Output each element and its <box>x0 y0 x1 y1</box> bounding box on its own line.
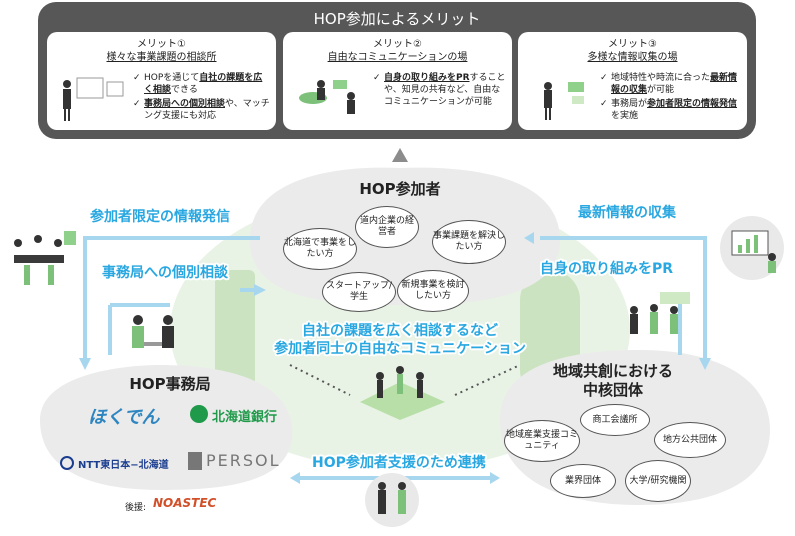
dogin-logo: 北海道銀行 <box>212 410 278 425</box>
core-bubble: 地域産業支援コミュニティ <box>504 420 580 462</box>
arrow-head-support-right <box>490 472 500 484</box>
flow-support: HOP参加者支援のため連携 <box>312 455 486 471</box>
flow-own-pr: 自身の取り組みをPR <box>540 261 674 277</box>
merit-list: 自身の取り組みをPRすることや、知見の共有など、自由なコミュニケーションが可能 <box>373 72 507 110</box>
info-gathering-illustration <box>544 82 584 120</box>
merit-header: メリット② 自由なコミュニケーションの場 <box>283 38 512 64</box>
participant-bubble: 道内企業の経営者 <box>355 206 419 248</box>
merit-list: 地域特性や時流に合った最新情報の収集が可能 事務局が参加者限定の情報発信を実施 <box>600 72 742 124</box>
persol-logo: PERSOL <box>206 451 281 470</box>
merit-item: 自身の取り組みをPRすることや、知見の共有など、自由なコミュニケーションが可能 <box>373 72 507 108</box>
core-title: 地域共創における 中核団体 <box>552 362 673 399</box>
merit-header: メリット① 様々な事業課題の相談所 <box>47 38 276 64</box>
merit-card-2: メリット② 自由なコミュニケーションの場 自身の取り組みをPRすることや、知見の… <box>283 32 512 130</box>
banner-title: HOP参加によるメリット <box>313 10 481 28</box>
arrow-head-support-left <box>290 472 300 484</box>
consult-illustration <box>132 315 174 348</box>
secretariat-blob <box>40 365 293 490</box>
communication-illustration <box>299 80 355 114</box>
sponsor-label: 後援: <box>125 503 147 513</box>
consultation-illustration <box>63 77 124 121</box>
arrow-head-down-right <box>699 358 711 370</box>
merit-item: 地域特性や時流に合った最新情報の収集が可能 <box>600 72 742 96</box>
up-arrow-icon <box>392 148 408 162</box>
meeting-illustration <box>14 231 76 285</box>
flow-individual-consult: 事務局への個別相談 <box>102 265 228 281</box>
secretariat-title: HOP事務局 <box>129 375 211 393</box>
ntt-logo: NTT東日本−北海道 <box>78 460 169 471</box>
arrow-head-right <box>254 284 266 296</box>
merit-card-1: メリット① 様々な事業課題の相談所 HOPを通じて自社の課題を広く相談できる 事… <box>47 32 276 130</box>
dogin-logo-icon <box>190 405 208 423</box>
persol-logo-icon <box>188 452 202 470</box>
hokuden-logo: ほくでん <box>88 407 160 428</box>
handshake-illustration <box>365 473 419 527</box>
noastec-logo: NOASTEC <box>153 496 217 510</box>
merit-item: HOPを通じて自社の課題を広く相談できる <box>133 72 271 96</box>
core-bubble: 商工会議所 <box>580 404 650 436</box>
ntt-logo-icon <box>60 456 74 470</box>
participant-bubble: 新規事業を検討したい方 <box>397 270 469 312</box>
core-bubble: 業界団体 <box>550 464 616 498</box>
merits-banner: HOP参加によるメリット メリット① 様々な事業課題の相談所 HOPを通じて自社… <box>38 2 756 139</box>
merit-item: 事務局への個別相談や、マッチング支援にも対応 <box>133 98 271 122</box>
flow-latest-info: 最新情報の収集 <box>578 205 676 221</box>
merit-title: 自由なコミュニケーションの場 <box>327 52 468 63</box>
merit-label: メリット① <box>137 39 186 50</box>
merit-card-3: メリット③ 多様な情報収集の場 地域特性や時流に合った最新情報の収集が可能 事務… <box>518 32 747 130</box>
merit-label: メリット② <box>373 39 422 50</box>
arrow-head-down-left <box>79 358 91 370</box>
arrow-latest-info <box>540 236 707 360</box>
pr-illustration <box>630 292 690 334</box>
core-bubble: 大学/研究機関 <box>625 460 691 502</box>
flow-info-release: 参加者限定の情報発信 <box>90 209 230 225</box>
arrow-head-left <box>524 232 534 244</box>
participant-bubble: 事業課題を解決したい方 <box>432 220 506 264</box>
arrow-info-release <box>83 236 260 360</box>
merit-item: 事務局が参加者限定の情報発信を実施 <box>600 98 742 122</box>
community-illustration <box>360 366 445 420</box>
merit-title: 様々な事業課題の相談所 <box>106 52 217 63</box>
dotted-connector-left <box>289 364 351 396</box>
core-bubble: 地方公共団体 <box>654 422 726 458</box>
flow-center-text: 自社の課題を広く相談するなど 参加者同士の自由なコミュニケーション <box>274 323 526 357</box>
merit-title: 多様な情報収集の場 <box>587 52 678 63</box>
participant-bubble: スタートアップ/学生 <box>322 272 396 312</box>
participant-bubble: 北海道で事業をしたい方 <box>283 228 357 270</box>
merit-list: HOPを通じて自社の課題を広く相談できる 事務局への個別相談や、マッチング支援に… <box>133 72 271 124</box>
merit-label: メリット③ <box>608 39 657 50</box>
merit-header: メリット③ 多様な情報収集の場 <box>518 38 747 64</box>
participants-title: HOP参加者 <box>359 180 441 198</box>
research-illustration <box>720 216 784 280</box>
